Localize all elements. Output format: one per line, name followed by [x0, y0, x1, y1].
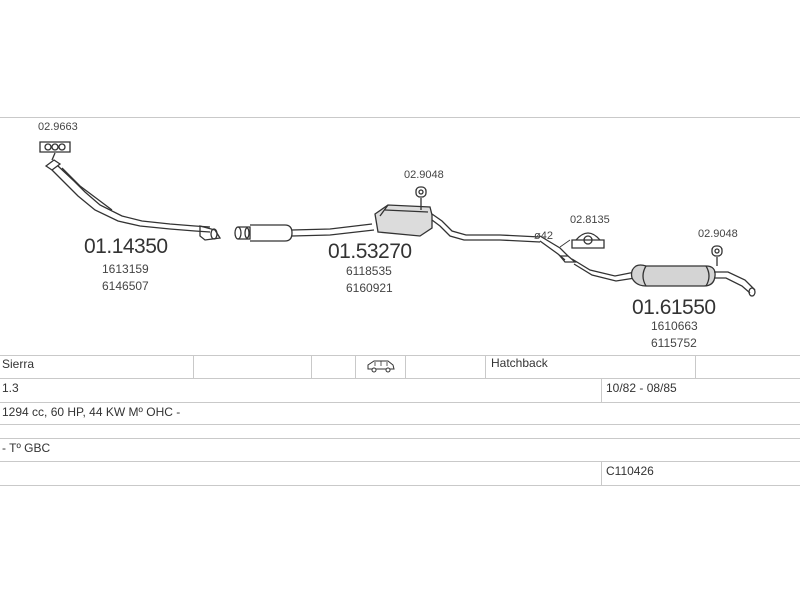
production-years: 10/82 - 08/85 [606, 381, 677, 395]
oe-number: 6146507 [102, 279, 149, 293]
car-icon [366, 359, 396, 373]
table-border [0, 402, 800, 403]
hanger-1 [415, 186, 427, 210]
table-border [0, 378, 800, 379]
table-divider [601, 461, 602, 485]
table-border [0, 355, 800, 356]
table-divider [405, 355, 406, 378]
variant: - Tº GBC [2, 441, 51, 455]
oe-number: 6115752 [651, 336, 697, 350]
engine-description: 1294 cc, 60 HP, 44 KW Mº OHC - [2, 405, 181, 419]
gasket [39, 141, 71, 161]
part-code-hanger: 02.9048 [404, 169, 444, 181]
pipe-diameter-label: ø42 [534, 230, 553, 242]
oe-number: 1613159 [102, 262, 149, 276]
table-border [0, 438, 800, 439]
oe-number: 6160921 [346, 281, 393, 295]
rear-silencer [539, 235, 756, 297]
table-divider [485, 355, 486, 378]
exhaust-system-drawing [39, 141, 756, 297]
part-code-rubber-mount: 02.8135 [570, 214, 610, 226]
oe-number: 1610663 [651, 319, 698, 333]
table-divider [355, 355, 356, 378]
table-divider [311, 355, 312, 378]
table-divider [193, 355, 194, 378]
engine-size: 1.3 [2, 381, 19, 395]
rubber-mount [571, 232, 605, 249]
part-number-front-pipe: 01.14350 [84, 235, 168, 258]
table-border [0, 424, 800, 425]
table-divider [601, 378, 602, 402]
oe-number: 6118535 [346, 264, 392, 278]
center-silencer [234, 204, 541, 243]
model-name: Sierra [2, 357, 35, 371]
part-number-center-silencer: 01.53270 [328, 240, 412, 263]
part-number-rear-silencer: 01.61550 [632, 296, 716, 319]
front-pipe [44, 159, 222, 241]
part-code-gasket: 02.9663 [38, 121, 78, 133]
table-border [0, 485, 800, 486]
table-border [0, 461, 800, 462]
table-divider [695, 355, 696, 378]
diagram-top-border [0, 117, 800, 118]
hanger-2 [711, 245, 723, 266]
body-type: Hatchback [491, 356, 548, 370]
part-code-hanger: 02.9048 [698, 228, 738, 240]
catalog-code: C110426 [606, 464, 654, 478]
